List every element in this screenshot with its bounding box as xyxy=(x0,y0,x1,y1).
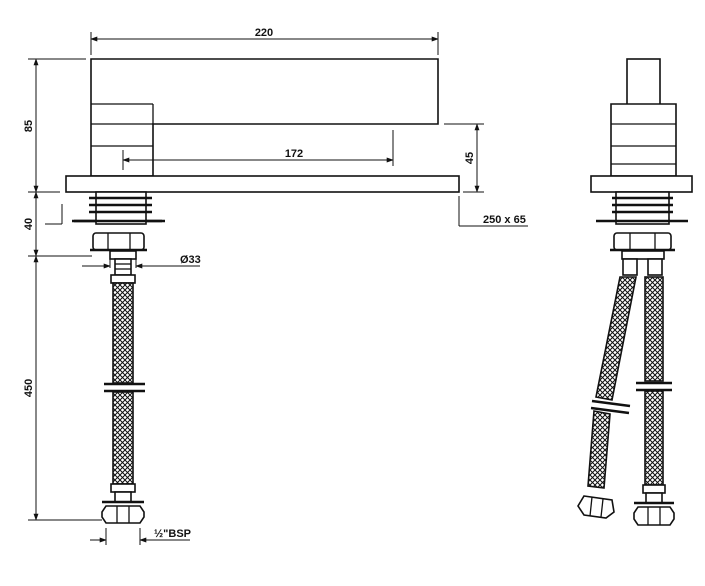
dimension-lines xyxy=(28,32,528,545)
dim-label-40: 40 xyxy=(23,218,35,230)
fixing-nut xyxy=(90,232,147,260)
dim-label-85: 85 xyxy=(23,120,35,132)
side-hose-angled xyxy=(577,276,637,519)
side-washers xyxy=(596,191,688,225)
side-view xyxy=(577,58,693,526)
mounting-washers xyxy=(72,191,165,225)
side-base-plate xyxy=(590,175,693,193)
dimension-labels: 220 172 85 45 40 250 x 65 Ø33 450 ½"BSP xyxy=(23,27,526,540)
dim-label-45: 45 xyxy=(464,152,476,164)
front-view xyxy=(65,58,460,524)
side-hose-straight xyxy=(633,276,675,526)
dim-label-220: 220 xyxy=(255,27,273,39)
dim-label-172: 172 xyxy=(285,148,303,160)
braided-hose xyxy=(104,282,145,503)
hose-tail xyxy=(110,258,136,284)
dim-label-450: 450 xyxy=(23,379,35,397)
base-plate xyxy=(65,175,460,193)
hose-connector-nut xyxy=(101,500,145,524)
dim-label-plate: 250 x 65 xyxy=(483,214,526,226)
spout-body xyxy=(90,58,439,177)
dim-label-bsp: ½"BSP xyxy=(154,528,191,540)
side-nut xyxy=(610,232,675,276)
dim-label-diameter: Ø33 xyxy=(180,254,201,266)
